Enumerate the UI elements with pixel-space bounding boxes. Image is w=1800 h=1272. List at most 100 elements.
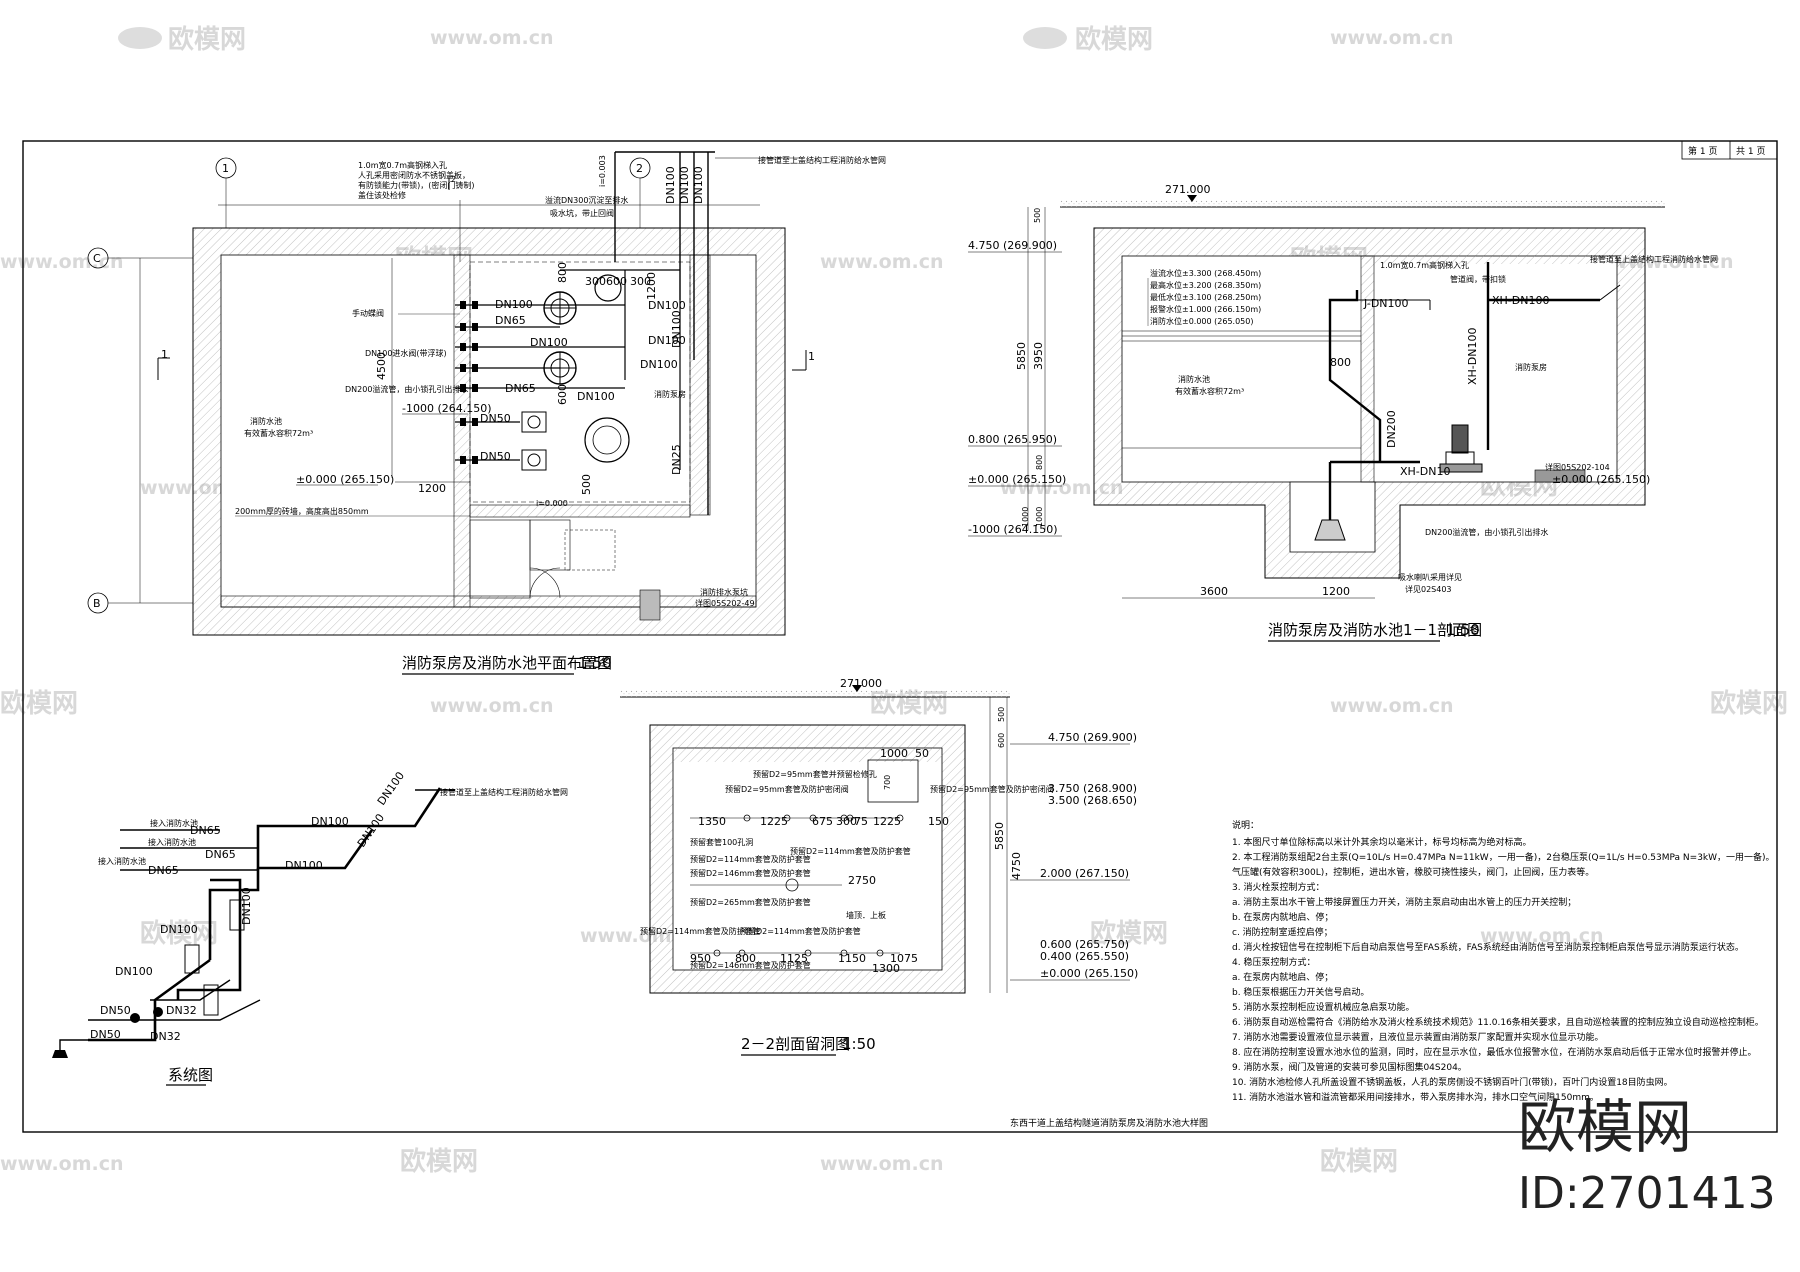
- svg-text:500: 500: [580, 474, 593, 495]
- svg-text:4.750 (269.900): 4.750 (269.900): [1048, 731, 1137, 744]
- brand-watermark: 欧模网: [1518, 1093, 1692, 1161]
- svg-text:报警水位±1.000 (266.150m): 报警水位±1.000 (266.150m): [1150, 304, 1261, 314]
- svg-text:500: 500: [997, 707, 1006, 722]
- svg-text:0.800 (265.950): 0.800 (265.950): [968, 433, 1057, 446]
- svg-text:DN32: DN32: [166, 1004, 197, 1017]
- svg-text:600: 600: [606, 275, 627, 288]
- svg-text:DN65: DN65: [205, 848, 236, 861]
- svg-text:详见02S403: 详见02S403: [1405, 584, 1452, 594]
- svg-text:DN50: DN50: [100, 1004, 131, 1017]
- note-item: b. 在泵房内就地启、停；: [1232, 911, 1333, 923]
- svg-text:0.600 (265.750): 0.600 (265.750): [1040, 938, 1129, 951]
- svg-text:盖住该处检修: 盖住该处检修: [358, 190, 406, 200]
- svg-text:±0.000 (265.150): ±0.000 (265.150): [296, 473, 394, 486]
- svg-text:50: 50: [915, 747, 929, 760]
- svg-text:吸水喇叭采用详见: 吸水喇叭采用详见: [1398, 572, 1462, 582]
- note-item: 7. 消防水池需要设置液位显示装置，且液位显示装置由消防泵厂家配置并实现水位显示…: [1232, 1031, 1603, 1043]
- section-2-2-title: 2－2剖面留洞图: [741, 1035, 850, 1053]
- svg-text:B: B: [93, 597, 101, 610]
- notes-heading: 说明：: [1232, 819, 1259, 831]
- note-item: 3. 消火栓泵控制方式：: [1232, 881, 1324, 893]
- svg-text:2750: 2750: [848, 874, 876, 887]
- svg-text:共 1 页: 共 1 页: [1736, 146, 1765, 157]
- svg-text:600: 600: [556, 384, 569, 405]
- svg-text:C: C: [93, 252, 101, 265]
- suction-bell-icon: [52, 1050, 68, 1058]
- pump-base: [1534, 469, 1586, 483]
- svg-text:DN100: DN100: [355, 811, 387, 849]
- svg-text:500: 500: [1033, 208, 1042, 223]
- svg-text:欧模网: 欧模网: [1090, 918, 1168, 949]
- svg-text:消防泵房: 消防泵房: [1515, 362, 1547, 372]
- sheet-border: [22, 140, 1778, 1133]
- note-item: 9. 消防水泵，阀门及管道的安装可参见国标图集04S204。: [1232, 1061, 1467, 1073]
- water-level-labels: 溢流水位±3.300 (268.450m) 最高水位±3.200 (268.35…: [1147, 268, 1261, 326]
- svg-text:详图05S202-104: 详图05S202-104: [1545, 462, 1610, 472]
- svg-text:www.om.cn: www.om.cn: [430, 695, 554, 717]
- svg-text:3.500 (268.650): 3.500 (268.650): [1048, 794, 1137, 807]
- svg-text:1200: 1200: [1322, 585, 1350, 598]
- svg-text:DN65: DN65: [190, 824, 221, 837]
- svg-text:接入消防水池: 接入消防水池: [98, 856, 146, 866]
- inlet-tank-icon: [594, 274, 622, 302]
- watermark-id: ID:2701413: [1518, 1168, 1776, 1219]
- svg-text:300: 300: [630, 275, 651, 288]
- page-counter: 第 1 页 共 1 页: [1681, 140, 1778, 160]
- note-item: d. 消火栓按钮信号在控制柜下后自动启泵信号至FAS系统，FAS系统经由消防信号…: [1232, 941, 1744, 953]
- svg-text:i=0.003: i=0.003: [598, 155, 607, 187]
- svg-text:800: 800: [556, 262, 569, 283]
- pump-set-icon: [130, 899, 245, 1023]
- svg-text:消防水位±0.000 (265.050): 消防水位±0.000 (265.050): [1150, 316, 1253, 326]
- svg-text:接入消防水池: 接入消防水池: [150, 818, 198, 828]
- drawing-title: 东西干道上盖结构隧道消防泵房及消防水池大样图: [1010, 1117, 1208, 1129]
- svg-text:手动蝶阀: 手动蝶阀: [352, 308, 384, 318]
- svg-text:271.000: 271.000: [1165, 183, 1211, 196]
- watermark-logo-icon: 欧模网: [118, 24, 246, 55]
- svg-text:DN100: DN100: [648, 299, 686, 312]
- svg-text:1350: 1350: [698, 815, 726, 828]
- svg-text:欧模网: 欧模网: [1075, 24, 1153, 55]
- svg-text:950: 950: [690, 952, 711, 965]
- svg-text:DN65: DN65: [505, 382, 536, 395]
- svg-text:www.om.cn: www.om.cn: [1330, 27, 1454, 49]
- svg-text:1225: 1225: [873, 815, 901, 828]
- svg-text:DN100: DN100: [577, 390, 615, 403]
- note-item: b. 稳压泵根据压力开关信号启动。: [1232, 986, 1369, 998]
- svg-text:200mm厚的砖墙，高度高出850mm: 200mm厚的砖墙，高度高出850mm: [235, 506, 369, 516]
- svg-text:3600: 3600: [1200, 585, 1228, 598]
- svg-text:1000: 1000: [1021, 507, 1030, 527]
- section-1-1-scale: 1:50: [1446, 621, 1480, 639]
- svg-text:DN50: DN50: [480, 412, 511, 425]
- svg-text:1: 1: [161, 348, 168, 361]
- svg-text:预留D2=146mm套管及防护套管: 预留D2=146mm套管及防护套管: [690, 868, 811, 878]
- svg-text:欧模网: 欧模网: [0, 688, 78, 719]
- svg-text:1000: 1000: [1035, 507, 1044, 527]
- svg-text:墙顶．上板: 墙顶．上板: [846, 910, 886, 920]
- svg-text:吸水坑，带止回阀: 吸水坑，带止回阀: [550, 208, 614, 218]
- svg-text:DN100: DN100: [285, 859, 323, 872]
- svg-text:XH-DN10: XH-DN10: [1400, 465, 1450, 478]
- svg-text:300: 300: [585, 275, 606, 288]
- svg-text:±0.000 (265.150): ±0.000 (265.150): [968, 473, 1066, 486]
- svg-text:www.om.cn: www.om.cn: [1000, 477, 1124, 499]
- note-item: 8. 应在消防控制室设置水池水位的监测，同时，应在显示水位，最低水位报警水位，在…: [1232, 1046, 1756, 1058]
- svg-text:2.000 (267.150): 2.000 (267.150): [1040, 867, 1129, 880]
- svg-text:600: 600: [997, 733, 1006, 748]
- svg-text:1200: 1200: [418, 482, 446, 495]
- system-diagram-title: 系统图: [168, 1066, 213, 1084]
- svg-text:DN100: DN100: [495, 298, 533, 311]
- svg-text:预留D2=95mm套管及防护密闭阀: 预留D2=95mm套管及防护密闭阀: [725, 784, 849, 794]
- svg-text:预留套管100孔洞: 预留套管100孔洞: [690, 837, 753, 847]
- svg-text:1200: 1200: [645, 272, 658, 300]
- svg-text:详图05S202-49: 详图05S202-49: [695, 598, 755, 608]
- svg-text:欧模网: 欧模网: [400, 1146, 478, 1177]
- svg-text:675: 675: [812, 815, 833, 828]
- svg-text:有防锁能力(带锁)，(密闭门铸制): 有防锁能力(带锁)，(密闭门铸制): [358, 180, 474, 190]
- main-pump-icon: [543, 291, 577, 325]
- svg-text:800: 800: [1035, 455, 1044, 470]
- svg-text:欧模网: 欧模网: [140, 918, 218, 949]
- svg-text:www.om.cn: www.om.cn: [0, 251, 124, 273]
- svg-text:800: 800: [1330, 356, 1351, 369]
- svg-text:消防泵房: 消防泵房: [654, 389, 686, 399]
